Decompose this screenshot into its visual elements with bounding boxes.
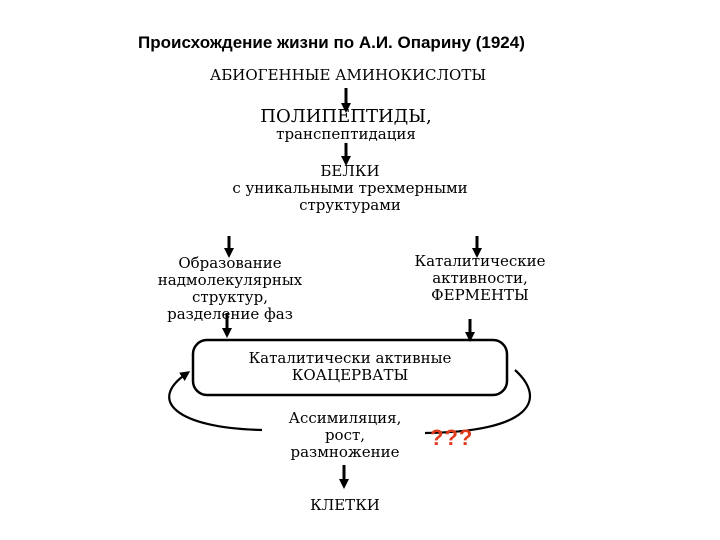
node-assimilation: Ассимиляция, рост, размножение xyxy=(260,410,430,461)
node-enzymes-line3: ФЕРМЕНТЫ xyxy=(431,286,529,304)
node-proteins-title: БЕЛКИ xyxy=(320,162,380,180)
coacervate-box xyxy=(191,338,509,397)
node-supramolecular-line2: надмолекулярных xyxy=(157,271,303,289)
node-cells-text: КЛЕТКИ xyxy=(310,496,380,514)
node-supramolecular-line4: разделение фаз xyxy=(167,305,293,323)
node-supramolecular: Образование надмолекулярных структур, ра… xyxy=(135,255,325,323)
node-amino-acids: АБИОГЕННЫЕ АМИНОКИСЛОТЫ xyxy=(158,67,538,84)
node-amino-acids-text: АБИОГЕННЫЕ АМИНОКИСЛОТЫ xyxy=(209,66,487,84)
node-polypeptides-subtitle: транспептидация xyxy=(276,125,416,143)
node-supramolecular-line1: Образование xyxy=(178,254,282,272)
node-enzymes-line1: Каталитические xyxy=(414,252,546,270)
page-title: Происхождение жизни по А.И. Опарину (192… xyxy=(138,33,525,52)
node-coacervates-line2: КОАЦЕРВАТЫ xyxy=(291,366,409,384)
node-proteins: БЕЛКИ с уникальными трехмерными структур… xyxy=(180,163,520,214)
node-enzymes-line2: активности, xyxy=(432,269,528,287)
cycle-arc-left xyxy=(168,371,263,432)
unknown-mark: ??? xyxy=(430,425,474,450)
node-enzymes: Каталитические активности, ФЕРМЕНТЫ xyxy=(385,253,575,304)
node-polypeptides-title: ПОЛИПЕПТИДЫ, xyxy=(260,106,432,127)
cycle-arc-right xyxy=(424,369,532,435)
node-assimilation-line2: рост, xyxy=(324,426,366,444)
node-assimilation-line3: размножение xyxy=(290,443,400,461)
node-assimilation-line1: Ассимиляция, xyxy=(288,409,402,427)
node-cells: КЛЕТКИ xyxy=(270,497,420,514)
node-proteins-line3: структурами xyxy=(299,196,401,214)
node-proteins-line2: с уникальными трехмерными xyxy=(232,179,468,197)
node-supramolecular-line3: структур, xyxy=(192,288,268,306)
node-coacervates-line1: Каталитически активные xyxy=(248,349,452,367)
node-coacervates: Каталитически активные КОАЦЕРВАТЫ xyxy=(200,350,500,384)
node-polypeptides: ПОЛИПЕПТИДЫ, транспептидация xyxy=(230,108,462,143)
